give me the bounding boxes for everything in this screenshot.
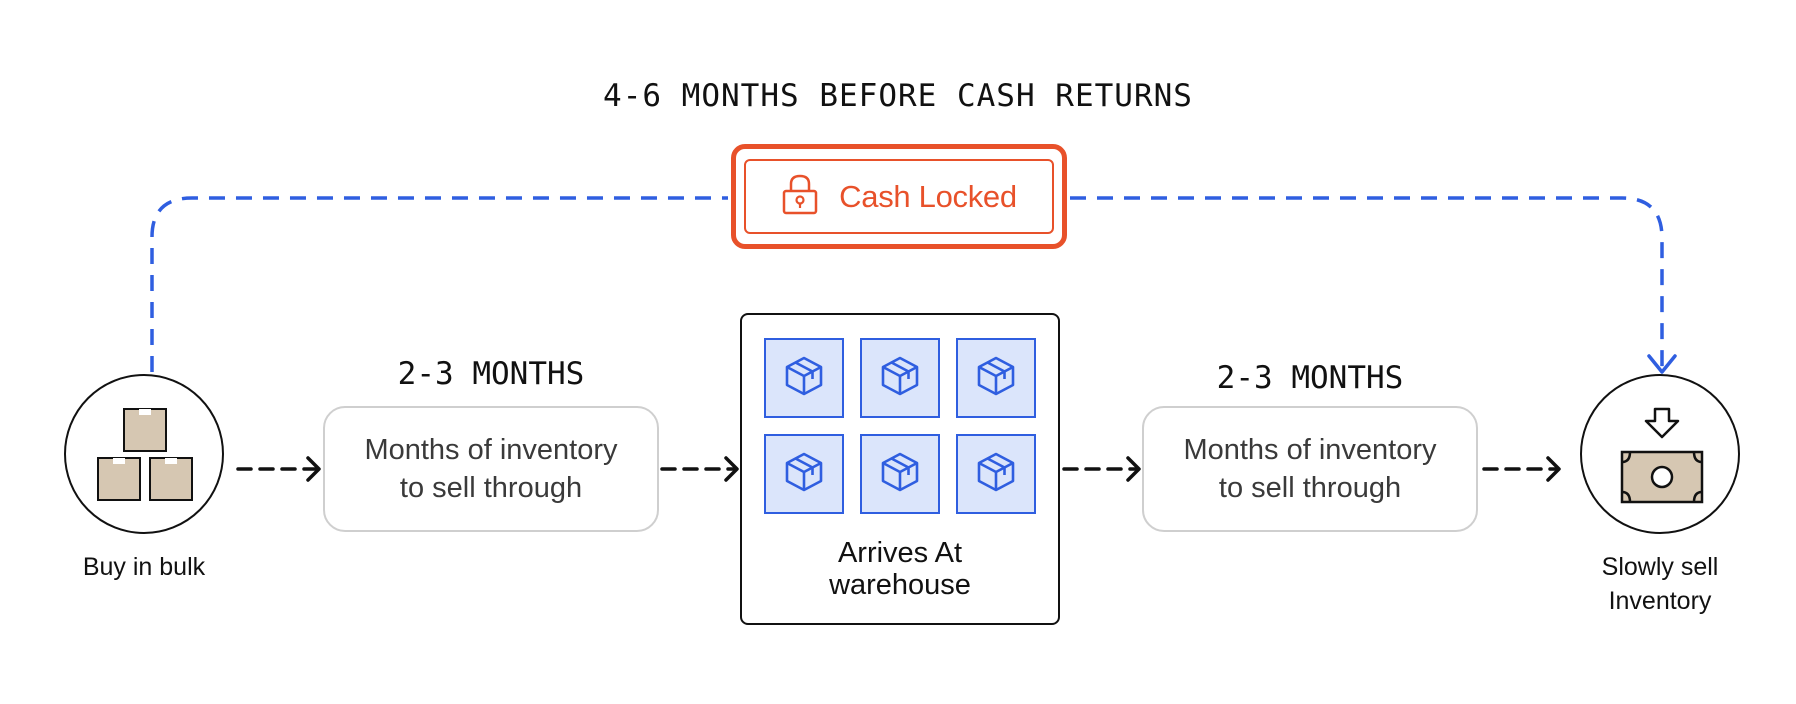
package-icon xyxy=(782,450,826,499)
crate xyxy=(764,338,844,418)
diagram-title: 4-6 MONTHS BEFORE CASH RETURNS xyxy=(603,78,1193,114)
warehouse-label-line2: warehouse xyxy=(829,569,971,601)
flow-arrow xyxy=(1062,456,1141,482)
crate-grid xyxy=(764,338,1036,514)
slowly-sell-node xyxy=(1580,374,1740,534)
step-1-line1: Months of inventory xyxy=(364,434,618,466)
package-icon xyxy=(878,354,922,403)
slowly-sell-label: Slowly sell Inventory xyxy=(1540,550,1780,618)
flow-arrow xyxy=(1482,456,1561,482)
cash-cycle-dashed-line xyxy=(150,196,728,372)
cash-cycle-dashed-line xyxy=(1070,196,1664,368)
crate xyxy=(860,434,940,514)
warehouse-box: Arrives At warehouse xyxy=(740,313,1060,625)
flow-arrow xyxy=(236,456,321,482)
step-box-2: Months of inventory to sell through xyxy=(1142,406,1478,532)
phase-label-2: 2-3 MONTHS xyxy=(1216,360,1404,396)
buy-in-bulk-label: Buy in bulk xyxy=(82,553,206,581)
step-1-line2: to sell through xyxy=(399,472,583,504)
lock-icon xyxy=(781,173,819,220)
slowly-sell-label-line1: Slowly sell xyxy=(1601,553,1719,581)
phase-label-1: 2-3 MONTHS xyxy=(397,356,585,392)
cash-locked-label: Cash Locked xyxy=(839,178,1017,214)
slowly-sell-label-line2: Inventory xyxy=(1608,587,1712,615)
package-icon xyxy=(878,450,922,499)
crate xyxy=(956,338,1036,418)
warehouse-label-line1: Arrives At xyxy=(837,537,963,569)
package-icon xyxy=(974,450,1018,499)
crate xyxy=(956,434,1036,514)
crate xyxy=(860,338,940,418)
package-icon xyxy=(782,354,826,403)
package-icon xyxy=(974,354,1018,403)
crate xyxy=(764,434,844,514)
flow-arrow xyxy=(660,456,739,482)
buy-in-bulk-node xyxy=(64,374,224,534)
warehouse-label: Arrives At warehouse xyxy=(742,537,1058,601)
cash-locked-badge: Cash Locked xyxy=(731,144,1067,249)
step-2-line2: to sell through xyxy=(1218,472,1402,504)
arrowhead-down xyxy=(1647,354,1677,374)
cash-deposit-icon xyxy=(1620,407,1704,504)
step-2-line1: Months of inventory xyxy=(1183,434,1437,466)
boxes-icon xyxy=(97,408,193,501)
step-box-1: Months of inventory to sell through xyxy=(323,406,659,532)
